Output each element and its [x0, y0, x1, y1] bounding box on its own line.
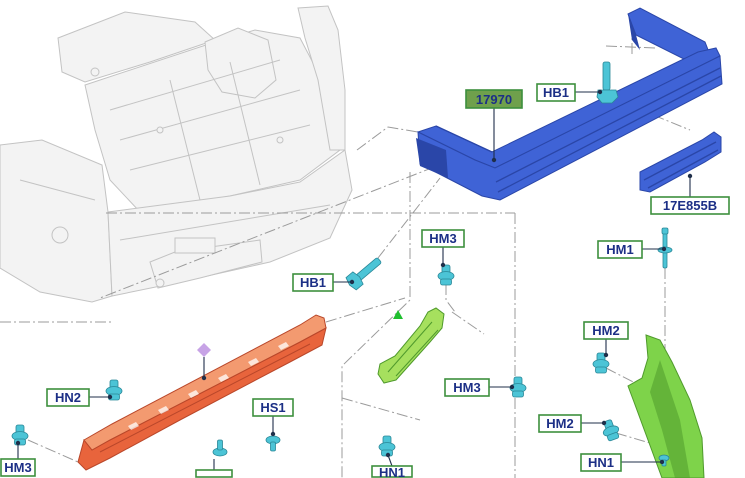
callout-hm3-middle[interactable]: HM3	[444, 378, 490, 397]
guide-line	[377, 177, 441, 259]
absorber-edge	[99, 343, 311, 453]
callout-label: HM2	[592, 323, 619, 338]
callout-label: HM3	[4, 460, 31, 475]
bumper-reinforcement-beam[interactable]	[416, 7, 723, 201]
guide-line	[99, 159, 453, 299]
callout-hn2[interactable]: HN2	[46, 388, 90, 407]
callout-label: HS1	[260, 400, 285, 415]
callout-hn1-right[interactable]: HN1	[580, 453, 622, 472]
guide-line	[341, 397, 421, 421]
callout-label: HM1	[606, 242, 633, 257]
body-upper-structure	[57, 11, 216, 83]
beam-left-end-plate	[416, 138, 448, 178]
guide-line	[356, 126, 419, 151]
vehicle-body-rear	[0, 5, 353, 303]
callout-label: 17970	[476, 92, 512, 107]
callout-hn1-middle[interactable]: HN1	[371, 465, 413, 478]
bracket-rib	[647, 149, 719, 189]
bracket-body	[639, 131, 722, 193]
callout-label: HB1	[300, 275, 326, 290]
clip-hn1-right[interactable]	[658, 454, 670, 467]
green-mounting-bracket[interactable]	[377, 307, 445, 384]
clip-hm3-lower[interactable]	[11, 424, 29, 446]
clip-hm2-lower[interactable]	[600, 418, 622, 442]
callout-hm3-lower[interactable]: HM3	[0, 458, 36, 477]
guide-line	[615, 432, 651, 444]
callout-hm1[interactable]: HM1	[597, 240, 643, 259]
callout-label: HN2	[55, 390, 81, 405]
green-side-panel[interactable]	[627, 334, 705, 478]
triangle-marker-icon	[393, 310, 403, 319]
clip-hn2[interactable]	[105, 379, 123, 401]
absorber-top-face	[83, 314, 327, 451]
callout-hm2-upper[interactable]: HM2	[583, 321, 629, 340]
bolt-hb1-upper[interactable]	[596, 61, 619, 104]
beam-rib	[435, 125, 493, 153]
guide-line	[605, 367, 646, 389]
callout-label: HM3	[429, 231, 456, 246]
clip-hm2-upper[interactable]	[592, 352, 610, 374]
bracket-green-rib	[395, 329, 439, 377]
callout-17970[interactable]: 17970	[465, 89, 523, 109]
bolt-hs1-lower[interactable]	[212, 439, 228, 457]
beam-rib	[495, 67, 721, 183]
guide-line	[445, 284, 456, 313]
leader-lines	[15, 89, 693, 470]
absorber-pockets	[128, 342, 289, 430]
diamond-marker-icon	[197, 343, 211, 381]
bolt-hs1-upper[interactable]	[265, 435, 281, 452]
callout-label: HM3	[453, 380, 480, 395]
bracket-rib	[643, 141, 717, 181]
guide-line	[605, 45, 657, 49]
callout-hs1[interactable]: HS1	[252, 398, 294, 417]
callout-label: HB1	[543, 85, 569, 100]
bumper-bracket-17e855b[interactable]	[639, 131, 722, 193]
callout-label: HN1	[588, 455, 614, 470]
guide-line	[27, 439, 79, 463]
bracket-green-rib	[387, 321, 433, 373]
guide-line	[325, 297, 406, 323]
callout-hb1-upper[interactable]: HB1	[536, 83, 576, 102]
callout-hb1-lower[interactable]: HB1	[292, 273, 334, 292]
callout-label: 17E855B	[663, 198, 717, 213]
guide-line	[451, 311, 485, 335]
beam-upright-side	[628, 14, 640, 50]
callout-label: HN1	[379, 465, 405, 478]
bolt-hb1-lower[interactable]	[344, 254, 384, 291]
clip-hm3-middle[interactable]	[509, 376, 527, 398]
callout-partial[interactable]	[195, 469, 233, 478]
callout-hm3-upper[interactable]: HM3	[421, 229, 465, 248]
body-detail-lines	[19, 59, 331, 288]
beam-rib	[497, 75, 722, 193]
callout-label: HM2	[546, 416, 573, 431]
body-left-side-panel	[0, 139, 113, 303]
clip-hn1-middle[interactable]	[378, 435, 396, 457]
body-wheel-housing	[204, 27, 277, 99]
bumper-energy-absorber[interactable]	[77, 314, 327, 471]
clip-hm3-upper[interactable]	[437, 264, 455, 286]
panel-green-shade	[650, 360, 690, 478]
guide-line	[341, 172, 411, 478]
callout-hm2-lower[interactable]: HM2	[538, 414, 582, 433]
callout-17e855b[interactable]: 17E855B	[650, 196, 730, 215]
